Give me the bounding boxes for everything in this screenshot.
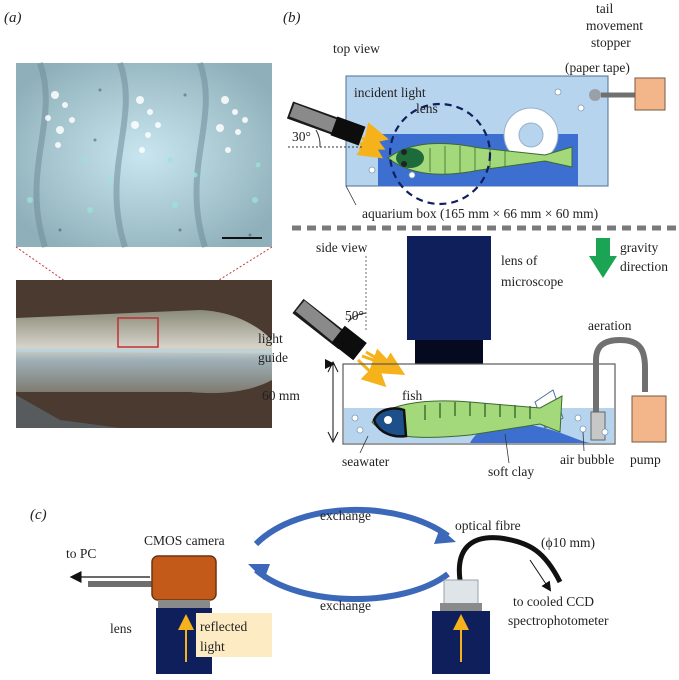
aquarium-side: [342, 363, 616, 445]
optical-fibre-cable: [456, 535, 563, 584]
seawater-label: seawater: [342, 454, 390, 469]
microscope-lens-body: [407, 236, 491, 340]
stopper-line1: tail: [596, 1, 613, 16]
gravity-line1: gravity: [620, 240, 658, 255]
reflected-line2: light: [200, 639, 225, 654]
lens-field-circle: [388, 102, 492, 206]
panel-b-label: (b): [283, 10, 301, 26]
camera-label: CMOS camera: [144, 533, 225, 548]
ccd-arrow: [529, 559, 552, 592]
pump-side: [631, 395, 667, 443]
gravity-line2: direction: [620, 259, 668, 274]
side-view-title: side view: [316, 240, 368, 255]
air-stone-top: [589, 89, 601, 101]
reflected-line1: reflected: [200, 619, 247, 634]
light-rays-top: [356, 122, 389, 159]
cmos-camera: [151, 555, 217, 601]
air-stone-side: [590, 411, 606, 441]
zoom-region-box: [117, 317, 159, 348]
exchange-arrow-bottom: [254, 567, 450, 602]
light-rays-side: [356, 348, 406, 388]
ccd-line2: spectrophotometer: [508, 613, 609, 628]
soft-clay-pointer: [504, 433, 510, 464]
pump-label: pump: [630, 452, 661, 467]
reflected-light-box: [196, 613, 272, 657]
lens-c-label: lens: [110, 621, 132, 636]
aquarium-size-label: aquarium box (165 mm × 66 mm × 60 mm): [362, 206, 598, 221]
light-guide-line1: light: [258, 331, 283, 346]
stopper-line4: (paper tape): [565, 60, 630, 75]
pump-top: [634, 77, 666, 111]
aeration-label: aeration: [588, 318, 632, 333]
aeration-tube-side: [593, 336, 648, 424]
air-bubble-pointer: [582, 431, 585, 452]
to-pc-label: to PC: [66, 546, 96, 561]
stopper-line2: movement: [586, 18, 643, 33]
gravity-arrow-icon: [589, 238, 617, 278]
aquarium-pointer: [345, 185, 357, 206]
stopper-line3: stopper: [591, 35, 631, 50]
angle-side: 50°: [345, 308, 364, 323]
exchange-bottom-label: exchange: [320, 598, 371, 613]
microscope-lens-tip: [415, 340, 483, 364]
bubbles-side: [351, 414, 609, 436]
light-guide-line2: guide: [258, 350, 288, 365]
light-guide-side: [292, 298, 367, 361]
microscope-line2: microscope: [501, 274, 563, 289]
tail-stopper-icon: [503, 107, 559, 163]
exchange-arrow-top: [253, 506, 450, 547]
angle-arc-top: [315, 129, 321, 148]
panel-c-label: (c): [30, 507, 47, 523]
seawater-pointer: [359, 435, 369, 454]
soft-clay-label: soft clay: [488, 464, 534, 479]
fish-top-view: [387, 142, 573, 175]
camera-mount: [158, 600, 210, 608]
microscope-line1: lens of: [501, 253, 538, 268]
exchange-top-label: exchange: [320, 508, 371, 523]
height-label: 60 mm: [262, 388, 300, 403]
angle-arc-side: [347, 312, 367, 323]
optical-fibre-label: optical fibre: [455, 518, 521, 533]
fish-photo: [15, 280, 273, 428]
ccd-line1: to cooled CCD: [513, 594, 594, 609]
zoom-line-left: [15, 246, 119, 319]
incident-light-label: incident light: [354, 85, 426, 100]
scale-micrograph: [16, 62, 272, 248]
diameter-label: (ϕ10 mm): [541, 535, 595, 550]
top-lens-label: lens: [416, 101, 438, 116]
fibre-mount: [440, 603, 482, 611]
fibre-connector: [443, 579, 479, 605]
panel-a-label: (a): [4, 10, 22, 26]
air-bubble-label: air bubble: [560, 452, 614, 467]
fish-side-view: [371, 395, 563, 438]
angle-top: 30°: [292, 129, 311, 144]
fish-label: fish: [402, 388, 423, 403]
top-view-title: top view: [333, 41, 380, 56]
